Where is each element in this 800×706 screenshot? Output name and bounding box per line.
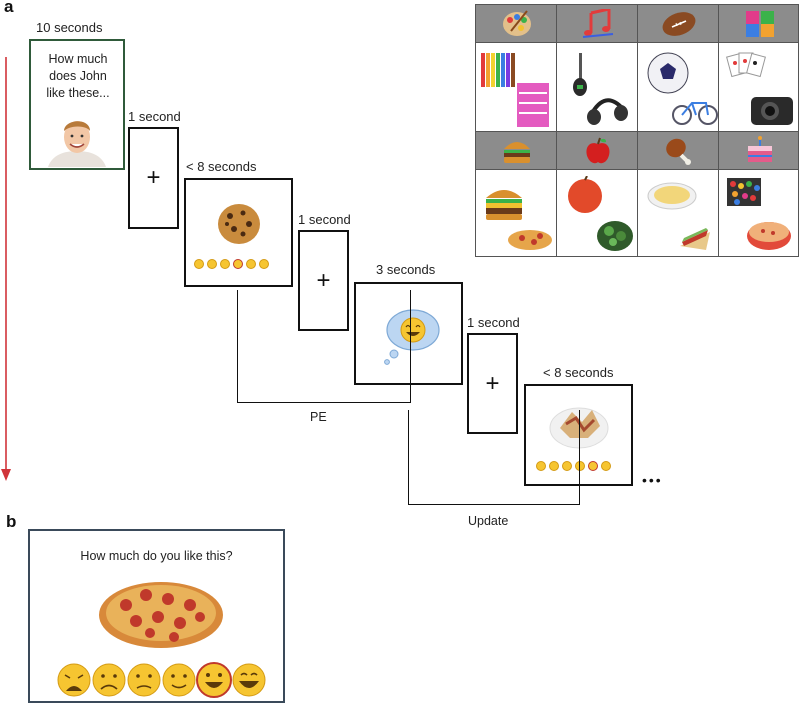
fixation3-frame: + bbox=[467, 333, 518, 434]
rating-scale bbox=[194, 259, 269, 269]
grid-cell-fruit-items bbox=[556, 169, 638, 257]
drumstick-icon bbox=[666, 138, 691, 165]
apple-salad-image bbox=[568, 176, 633, 251]
grid-header-savory bbox=[475, 131, 557, 170]
face-very-happy-icon[interactable] bbox=[601, 461, 611, 471]
grid-header-arts bbox=[475, 4, 557, 43]
like-rating-frame: How much do you like this? bbox=[28, 529, 285, 703]
panel-a-label: a bbox=[4, 0, 14, 16]
face-very-sad-icon[interactable] bbox=[194, 259, 204, 269]
child-face-image bbox=[48, 121, 106, 167]
update-connector bbox=[408, 410, 580, 505]
colored-pencils-image bbox=[481, 53, 549, 127]
face-very-happy-icon[interactable] bbox=[232, 663, 266, 697]
time-arrow bbox=[1, 57, 11, 481]
ball-bicycle-image bbox=[647, 52, 718, 125]
face-very-sad-icon[interactable] bbox=[536, 461, 546, 471]
grid-cell-sweets-items bbox=[718, 169, 799, 257]
grid-cell-sports-items bbox=[637, 42, 719, 132]
cookie-image bbox=[218, 204, 260, 244]
fixation-cross: + bbox=[316, 266, 331, 294]
puzzle-icon bbox=[746, 11, 774, 37]
intro-frame: How much does John like these... bbox=[29, 39, 125, 170]
fixation1-frame: + bbox=[128, 127, 179, 229]
grid-cell-games-items bbox=[718, 42, 799, 132]
cake-icon bbox=[748, 136, 772, 162]
category-grid bbox=[475, 4, 799, 257]
intro-timing: 10 seconds bbox=[36, 20, 103, 35]
face-very-happy-icon[interactable] bbox=[259, 259, 269, 269]
like-rating-scale bbox=[57, 662, 266, 698]
grid-cell-savory-items bbox=[475, 169, 557, 257]
pe-label: PE bbox=[310, 410, 327, 424]
face-happy-icon-selected[interactable] bbox=[196, 662, 232, 698]
pizza-image bbox=[99, 582, 223, 648]
fixation2-frame: + bbox=[298, 230, 349, 331]
fixation3-timing: 1 second bbox=[467, 315, 520, 330]
face-neutral-icon[interactable] bbox=[233, 259, 243, 269]
rating2-timing: < 8 seconds bbox=[543, 365, 614, 380]
fixation1-timing: 1 second bbox=[128, 109, 181, 124]
grid-header-music bbox=[556, 4, 638, 43]
football-icon bbox=[662, 12, 696, 36]
face-sad-icon[interactable] bbox=[549, 461, 559, 471]
feedback-timing: 3 seconds bbox=[376, 262, 436, 277]
grid-header-sweets bbox=[718, 131, 799, 170]
music-notes-icon bbox=[582, 9, 614, 38]
face-slightly-sad-icon[interactable] bbox=[562, 461, 572, 471]
feedback-frame bbox=[354, 282, 463, 385]
fixation2-timing: 1 second bbox=[298, 212, 351, 227]
rating-scale bbox=[536, 461, 611, 471]
fixation-cross: + bbox=[146, 164, 161, 191]
grid-cell-meat-items bbox=[637, 169, 719, 257]
rating1-frame bbox=[184, 178, 293, 287]
grid-header-fruit bbox=[556, 131, 638, 170]
panel-b-label: b bbox=[6, 512, 17, 531]
grid-header-sports bbox=[637, 4, 719, 43]
face-slightly-sad-icon[interactable] bbox=[220, 259, 230, 269]
thought-bubble-icon bbox=[384, 309, 440, 365]
intro-prompt: How much does John like these... bbox=[46, 52, 110, 100]
palette-icon bbox=[503, 10, 531, 36]
rating1-timing: < 8 seconds bbox=[186, 159, 257, 174]
update-label: Update bbox=[468, 514, 509, 528]
burger-icon bbox=[504, 142, 530, 163]
ellipsis: ••• bbox=[642, 472, 663, 488]
apple-icon bbox=[586, 137, 610, 164]
soup-sandwich-image bbox=[647, 182, 710, 250]
face-slightly-sad-icon[interactable] bbox=[127, 663, 161, 697]
face-neutral-icon[interactable] bbox=[575, 461, 585, 471]
guitar-headphones-image bbox=[573, 53, 628, 125]
face-sad-icon[interactable] bbox=[207, 259, 217, 269]
fixation-cross: + bbox=[485, 369, 500, 397]
face-happy-icon[interactable] bbox=[246, 259, 256, 269]
grid-cell-music-items bbox=[556, 42, 638, 132]
cards-camera-image bbox=[726, 52, 793, 125]
face-happy-icon[interactable] bbox=[588, 461, 598, 471]
grid-header-meat bbox=[637, 131, 719, 170]
pe-connector bbox=[237, 290, 411, 403]
face-sad-icon[interactable] bbox=[92, 663, 126, 697]
grid-header-games bbox=[718, 4, 799, 43]
burger-pizza-image bbox=[486, 190, 552, 250]
like-question: How much do you like this? bbox=[80, 549, 233, 563]
face-very-sad-icon[interactable] bbox=[57, 663, 91, 697]
candy-pie-image bbox=[727, 178, 791, 250]
grid-cell-arts-items bbox=[475, 42, 557, 132]
face-slightly-happy-icon[interactable] bbox=[162, 663, 196, 697]
